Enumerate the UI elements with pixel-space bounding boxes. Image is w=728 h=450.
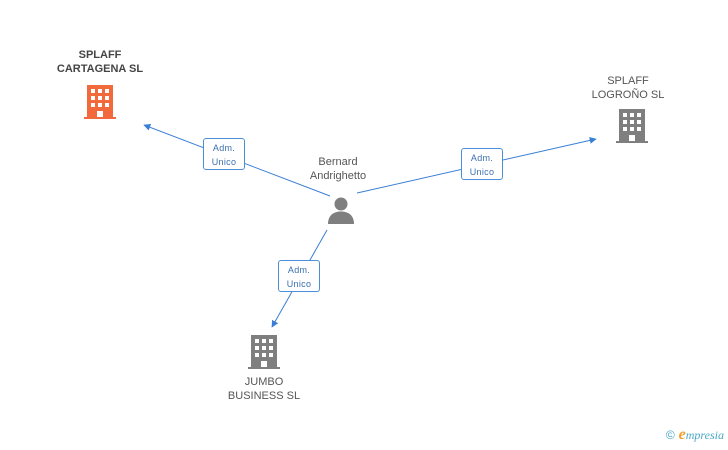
building-icon[interactable] xyxy=(248,335,280,369)
building-icon[interactable] xyxy=(616,109,648,143)
person-icon[interactable] xyxy=(326,196,356,224)
edge-role-line2: Unico xyxy=(211,157,237,167)
person-name-label: Bernard Andrighetto xyxy=(301,155,375,183)
company-name-line1: SPLAFF xyxy=(607,75,649,87)
company-name-line1: JUMBO xyxy=(244,376,284,388)
copyright-icon: © xyxy=(665,428,675,442)
company-name-line2: LOGROÑO SL xyxy=(591,89,665,101)
edge-label-jumbo: Adm. Unico xyxy=(278,260,320,292)
edge-role-line1: Adm. xyxy=(287,265,311,275)
edge-role-line1: Adm. xyxy=(470,153,494,163)
edge-role-line2: Unico xyxy=(469,167,495,177)
company-name-line2: CARTAGENA SL xyxy=(56,63,144,75)
edge-label-logrono: Adm. Unico xyxy=(461,148,503,180)
edge-role-line2: Unico xyxy=(286,279,312,289)
brand-initial: e xyxy=(678,426,686,443)
empresia-watermark: ©empresia xyxy=(666,426,724,444)
company-label-cartagena[interactable]: SPLAFF CARTAGENA SL xyxy=(40,48,160,76)
building-icon-highlight[interactable] xyxy=(84,85,116,119)
brand-name: mpresia xyxy=(685,428,724,442)
company-label-logrono[interactable]: SPLAFF LOGROÑO SL xyxy=(578,74,678,102)
person-name-line1: Bernard xyxy=(318,156,358,168)
company-name-line2: BUSINESS SL xyxy=(227,390,301,402)
company-name-line1: SPLAFF xyxy=(78,49,122,61)
edge-role-line1: Adm. xyxy=(212,143,236,153)
company-label-jumbo[interactable]: JUMBO BUSINESS SL xyxy=(214,375,314,403)
edge-label-cartagena: Adm. Unico xyxy=(203,138,245,170)
person-name-line2: Andrighetto xyxy=(309,170,367,182)
